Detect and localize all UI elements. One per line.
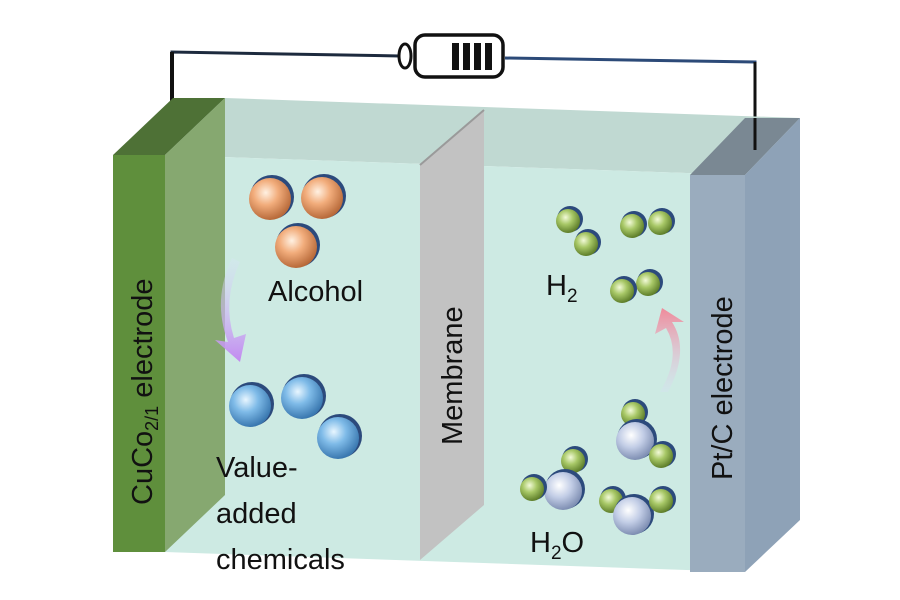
alcohol-molecules <box>249 174 346 268</box>
reduction-arrow <box>655 308 684 392</box>
membrane <box>420 110 484 560</box>
alcohol-label: Alcohol <box>268 276 363 308</box>
right-electrode-label: Pt/C electrode <box>707 296 739 480</box>
h2-label: H2 <box>546 270 578 307</box>
left-electrode-label: CuCo2/1 electrode <box>127 278 162 505</box>
products-label-line3: chemicals <box>216 544 345 576</box>
products-label-line2: added <box>216 498 297 530</box>
left-electrode <box>113 98 225 552</box>
oxidation-arrow <box>215 258 246 362</box>
right-electrode <box>690 118 800 572</box>
products-label-line1: Value- <box>216 452 298 484</box>
water-molecules <box>520 399 676 535</box>
hydrogen-molecules <box>556 206 675 303</box>
membrane-label: Membrane <box>437 306 469 445</box>
value-added-chemical-molecules <box>229 374 362 459</box>
battery-icon <box>397 33 505 79</box>
h2o-label: H2O <box>530 527 584 564</box>
